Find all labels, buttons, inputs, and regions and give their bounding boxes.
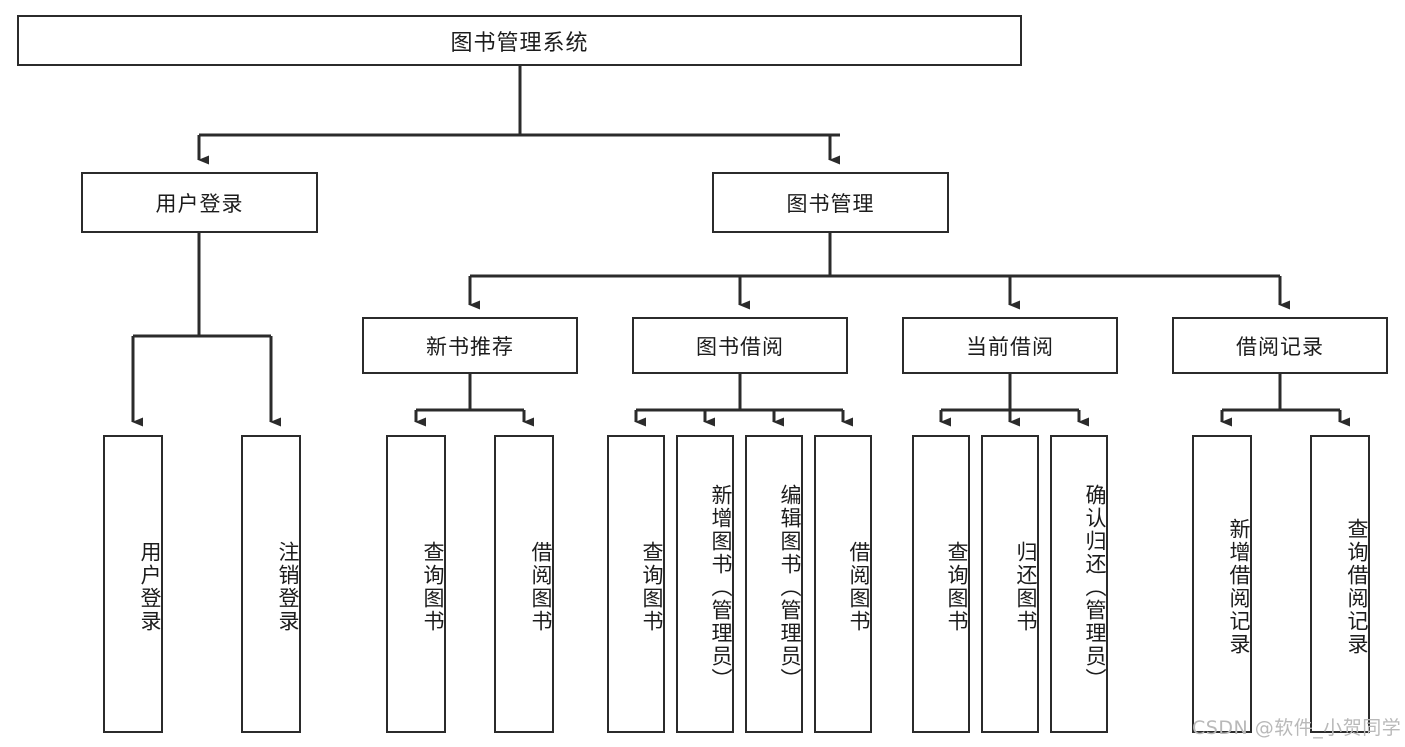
node-book-management[interactable]: 图书管理	[712, 172, 949, 233]
leaf-query-book-recommend[interactable]: 查询图书	[386, 435, 446, 733]
node-label: 图书管理	[786, 191, 875, 216]
leaf-logout[interactable]: 注销登录	[241, 435, 301, 733]
node-label: 查询图书	[945, 541, 969, 633]
node-label: 借阅图书	[529, 541, 553, 633]
leaf-user-login[interactable]: 用户登录	[103, 435, 163, 733]
edges-book-manage-to-level3	[468, 233, 1290, 310]
leaf-edit-book-admin[interactable]: 编辑图书（管理员）	[745, 435, 803, 733]
node-label: 图书借阅	[696, 334, 784, 359]
node-label: 归还图书	[1014, 541, 1038, 633]
node-label: 新增借阅记录	[1227, 518, 1251, 656]
node-current-borrow[interactable]: 当前借阅	[902, 317, 1118, 374]
leaf-add-book-admin[interactable]: 新增图书（管理员）	[676, 435, 734, 733]
leaf-query-book-borrow[interactable]: 查询图书	[607, 435, 665, 733]
leaf-query-borrow-record[interactable]: 查询借阅记录	[1310, 435, 1370, 733]
node-label: 确认归还（管理员）	[1083, 483, 1107, 691]
node-label: 查询图书	[640, 541, 664, 633]
edges-user-login-to-leaves	[131, 233, 281, 427]
node-label: 新增图书（管理员）	[709, 483, 733, 691]
leaf-confirm-return-admin[interactable]: 确认归还（管理员）	[1050, 435, 1108, 733]
node-book-borrow[interactable]: 图书借阅	[632, 317, 848, 374]
edges-current-borrow-to-leaves	[939, 374, 1089, 427]
csdn-watermark: CSDN @软件_小贺同学	[1192, 717, 1402, 739]
leaf-borrow-book-recommend[interactable]: 借阅图书	[494, 435, 554, 733]
node-label: 编辑图书（管理员）	[778, 483, 802, 691]
leaf-query-book-current[interactable]: 查询图书	[912, 435, 970, 733]
node-borrow-record[interactable]: 借阅记录	[1172, 317, 1388, 374]
node-new-book-recommend[interactable]: 新书推荐	[362, 317, 578, 374]
edges-borrow-record-to-leaves	[1220, 374, 1350, 427]
node-user-login[interactable]: 用户登录	[81, 172, 318, 233]
node-label: 借阅图书	[847, 541, 871, 633]
edges-new-book-to-leaves	[414, 374, 534, 427]
edges-book-borrow-to-leaves	[634, 374, 853, 427]
edges-root-to-level2	[197, 66, 840, 165]
node-label: 新书推荐	[426, 334, 514, 359]
node-label: 用户登录	[155, 191, 244, 216]
node-label: 查询图书	[421, 541, 445, 633]
node-label: 注销登录	[276, 541, 300, 633]
node-label: 查询借阅记录	[1345, 518, 1369, 656]
leaf-add-borrow-record[interactable]: 新增借阅记录	[1192, 435, 1252, 733]
node-label: 用户登录	[138, 541, 162, 633]
leaf-return-book[interactable]: 归还图书	[981, 435, 1039, 733]
node-label: 当前借阅	[966, 334, 1054, 359]
node-label: 图书管理系统	[450, 30, 589, 56]
node-root-book-management-system[interactable]: 图书管理系统	[17, 15, 1022, 66]
leaf-borrow-book[interactable]: 借阅图书	[814, 435, 872, 733]
node-label: 借阅记录	[1236, 334, 1324, 359]
